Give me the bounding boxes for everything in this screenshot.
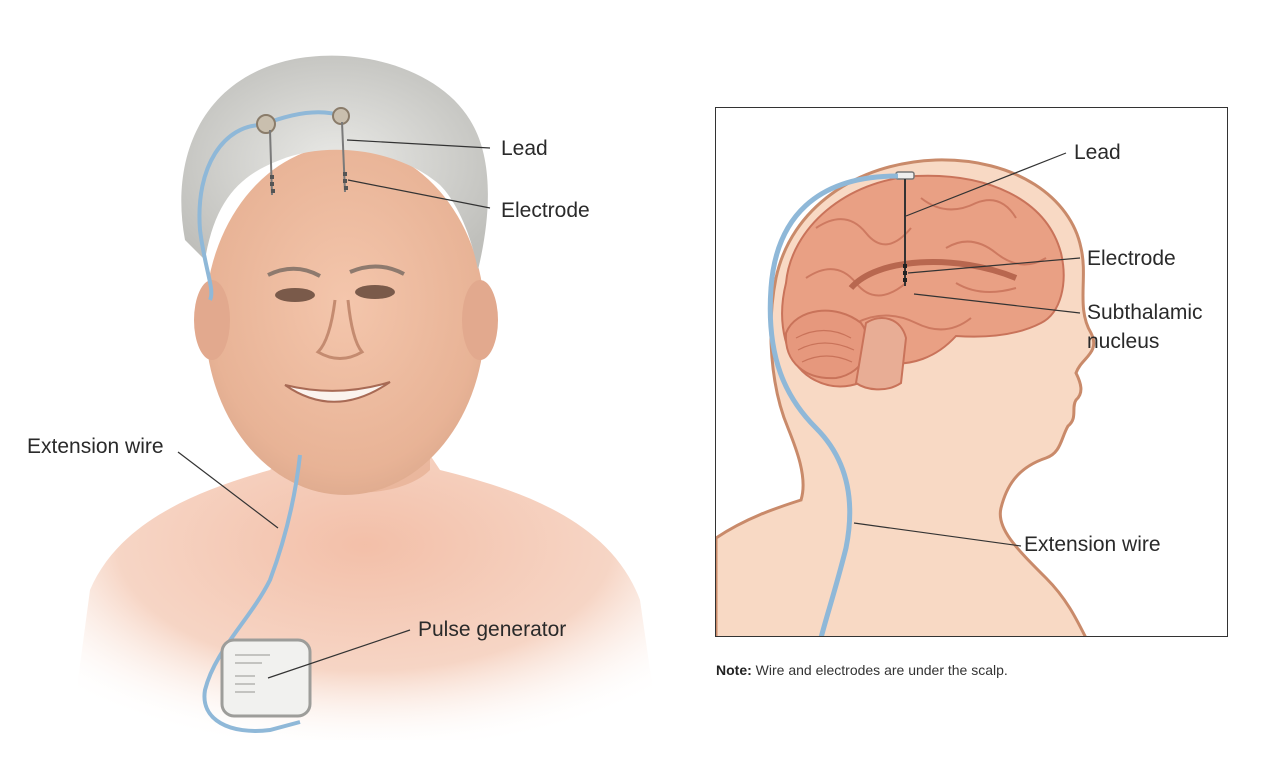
corpus-callosum: [848, 258, 1018, 291]
right-extension-wire-label: Extension wire: [1024, 533, 1161, 556]
neck-wire-path: [202, 454, 302, 733]
brain-folds: [805, 197, 1047, 331]
note-prefix: Note:: [716, 662, 752, 678]
left-extension-leader: [177, 451, 279, 529]
left-extension-wire-label: Extension wire: [27, 435, 164, 458]
note-caption: Note: Wire and electrodes are under the …: [716, 662, 1008, 678]
right-subthalamic-label-line1: Subthalamic: [1087, 301, 1203, 324]
torso: [70, 440, 660, 740]
left-electrode-label: Electrode: [501, 199, 590, 222]
left-pulse-leader: [267, 629, 411, 679]
brain-inset-frame: [715, 107, 1228, 637]
brainstem: [854, 317, 908, 391]
inset-electrode-contacts: [903, 264, 907, 282]
right-ear: [462, 280, 498, 360]
right-electrode-contacts: [343, 172, 348, 190]
nose: [315, 299, 365, 360]
inset-extension-leader: [853, 522, 1022, 547]
inset-subthalamic-leader: [913, 293, 1081, 314]
patient-illustration: [70, 55, 660, 740]
inset-electrode-leader: [907, 257, 1081, 274]
right-eye: [355, 285, 395, 299]
pulse-generator-device: [220, 638, 312, 718]
right-burr-cap: [332, 107, 350, 125]
left-lead-leader: [346, 139, 491, 149]
left-brow: [267, 266, 321, 278]
right-lead-label: Lead: [1074, 141, 1121, 164]
inset-extension-wire: [767, 173, 899, 636]
inset-lead-leader: [905, 152, 1067, 217]
right-electrode-label: Electrode: [1087, 247, 1176, 270]
pulse-generator-text-lines: [235, 654, 270, 693]
cerebellum-folds: [795, 329, 855, 363]
left-electrode-contacts: [270, 175, 275, 193]
left-ear: [194, 280, 230, 360]
left-pulse-generator-label: Pulse generator: [418, 618, 567, 641]
brain-cross-section-illustration: [716, 152, 1096, 636]
inset-burr-cap: [895, 171, 915, 180]
left-eye: [275, 288, 315, 302]
left-lead-label: Lead: [501, 137, 548, 160]
face: [205, 145, 485, 495]
right-subthalamic-label-line2: nucleus: [1087, 330, 1160, 353]
right-brow: [349, 264, 405, 276]
left-electrode-leader: [347, 179, 491, 209]
left-burr-cap: [256, 114, 276, 134]
note-text: Wire and electrodes are under the scalp.: [751, 662, 1008, 678]
cerebellum: [784, 309, 869, 380]
mouth: [284, 381, 391, 403]
hair: [181, 55, 488, 270]
